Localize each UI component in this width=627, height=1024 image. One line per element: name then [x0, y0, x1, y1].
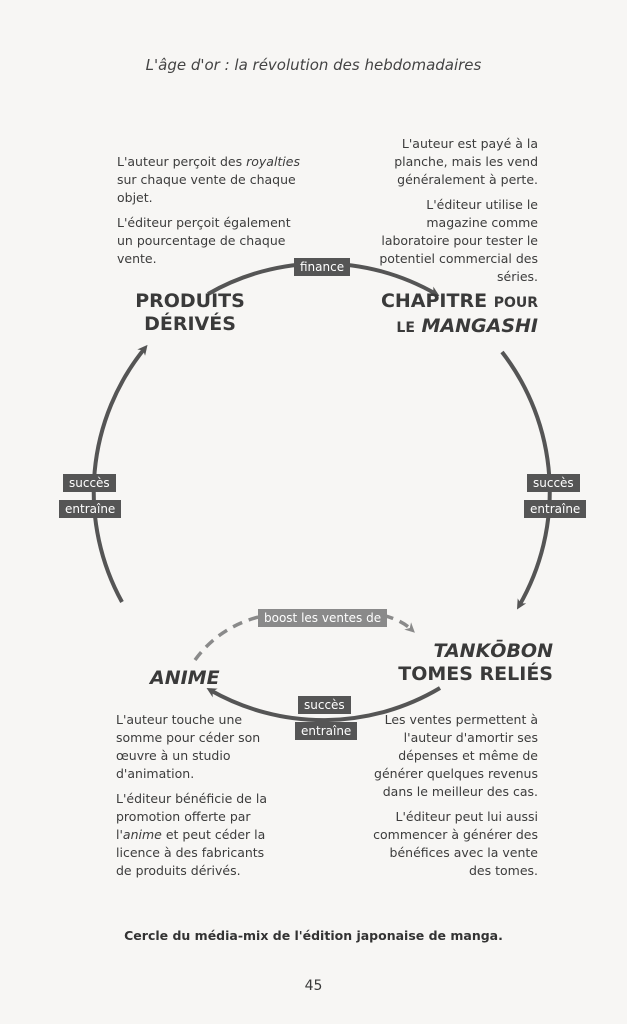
label-finance: finance	[294, 258, 351, 276]
text: et peut céder la licence à des fabricant…	[116, 827, 266, 878]
node-title: TANKŌBON	[433, 640, 553, 662]
label-succes-bottom: succès	[298, 696, 351, 714]
text: L'éditeur bénéficie de la promotion offe…	[116, 791, 267, 842]
node-title: CHAPITRE	[380, 290, 488, 312]
text-italic: anime	[122, 827, 162, 842]
node-title: TOMES RELIÉS	[398, 663, 553, 685]
figure-caption: Cercle du média-mix de l'édition japonai…	[124, 928, 503, 943]
chapitre-description: L'auteur est payé à la planche, mais les…	[362, 135, 538, 293]
running-header: L'âge d'or : la révolution des hebdomada…	[145, 56, 482, 74]
node-title: POUR	[493, 295, 538, 311]
arrow-tankobon-to-anime	[206, 686, 442, 723]
anime-description: L'auteur touche une somme pour céder son…	[116, 711, 276, 887]
text: L'éditeur peut lui aussi commencer à gén…	[373, 809, 538, 878]
label-boost: boost les ventes de	[258, 609, 388, 627]
label-succes-left: succès	[63, 474, 116, 492]
produits-description: L'auteur perçoit des royalties sur chaqu…	[117, 153, 307, 275]
tankobon-description: Les ventes permettent à l'auteur d'amort…	[372, 711, 538, 887]
text: L'éditeur perçoit également un pourcenta…	[117, 215, 291, 266]
page-number: 45	[304, 978, 323, 994]
label-entraine-left: entraîne	[59, 500, 122, 518]
node-chapitre-mangashi: CHAPITRE POUR LE MANGASHI	[360, 290, 538, 340]
node-tankobon: TANKŌBON TOMES RELIÉS	[380, 640, 553, 686]
text: L'auteur perçoit des	[117, 154, 243, 169]
node-title: MANGASHI	[421, 315, 538, 337]
text: Les ventes permettent à l'auteur d'amort…	[374, 712, 538, 799]
text-italic: royalties	[246, 154, 300, 169]
text: sur chaque vente de chaque objet.	[117, 172, 296, 205]
text: L'éditeur utilise le magazine comme labo…	[379, 197, 538, 284]
text: L'auteur touche une somme pour céder son…	[116, 712, 261, 781]
label-succes-right: succès	[527, 474, 580, 492]
node-anime: ANIME	[150, 667, 220, 689]
label-entraine-bottom: entraîne	[295, 722, 358, 740]
node-produits-derives: PRODUITS DÉRIVÉS	[128, 290, 252, 336]
node-title: DÉRIVÉS	[144, 313, 236, 335]
node-title: PRODUITS	[135, 290, 245, 312]
node-title: LE	[396, 320, 415, 336]
label-entraine-right: entraîne	[524, 500, 587, 518]
arrow-anime-to-produits	[91, 344, 148, 603]
text: L'auteur est payé à la planche, mais les…	[394, 136, 538, 187]
